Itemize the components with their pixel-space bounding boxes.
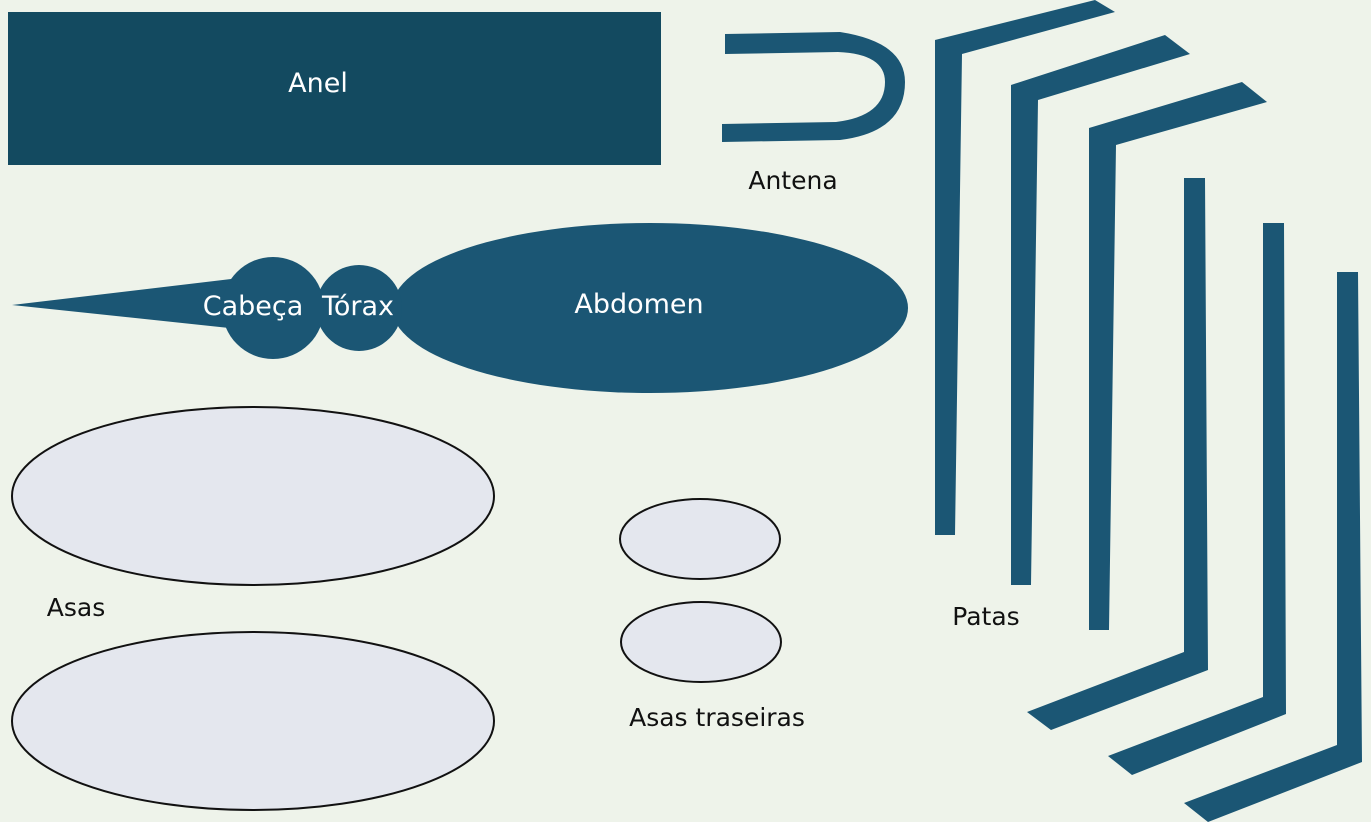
hind-wings-part: Asas traseiras: [620, 499, 805, 732]
antenna-part: Antena: [722, 32, 905, 195]
wings-label: Asas: [47, 593, 105, 622]
hind-wing-upper: [620, 499, 780, 579]
ring-part: Anel: [8, 12, 661, 165]
head-label: Cabeça: [203, 291, 304, 322]
wing-lower: [12, 632, 494, 810]
leg-4: [1027, 178, 1208, 730]
abdomen-label: Abdomen: [574, 289, 703, 320]
antenna-label: Antena: [748, 166, 837, 195]
thorax-label: Tórax: [321, 291, 394, 322]
hind-wing-lower: [621, 602, 781, 682]
wings-part: Asas: [12, 407, 494, 810]
leg-3: [1089, 82, 1267, 630]
antenna-shape: [722, 32, 905, 142]
legs-part: Patas: [935, 0, 1362, 822]
wing-upper: [12, 407, 494, 585]
legs-label: Patas: [952, 602, 1019, 631]
body-part: Cabeça Tórax Abdomen: [12, 223, 908, 393]
ring-label: Anel: [288, 68, 348, 99]
hind-wings-label: Asas traseiras: [629, 703, 805, 732]
